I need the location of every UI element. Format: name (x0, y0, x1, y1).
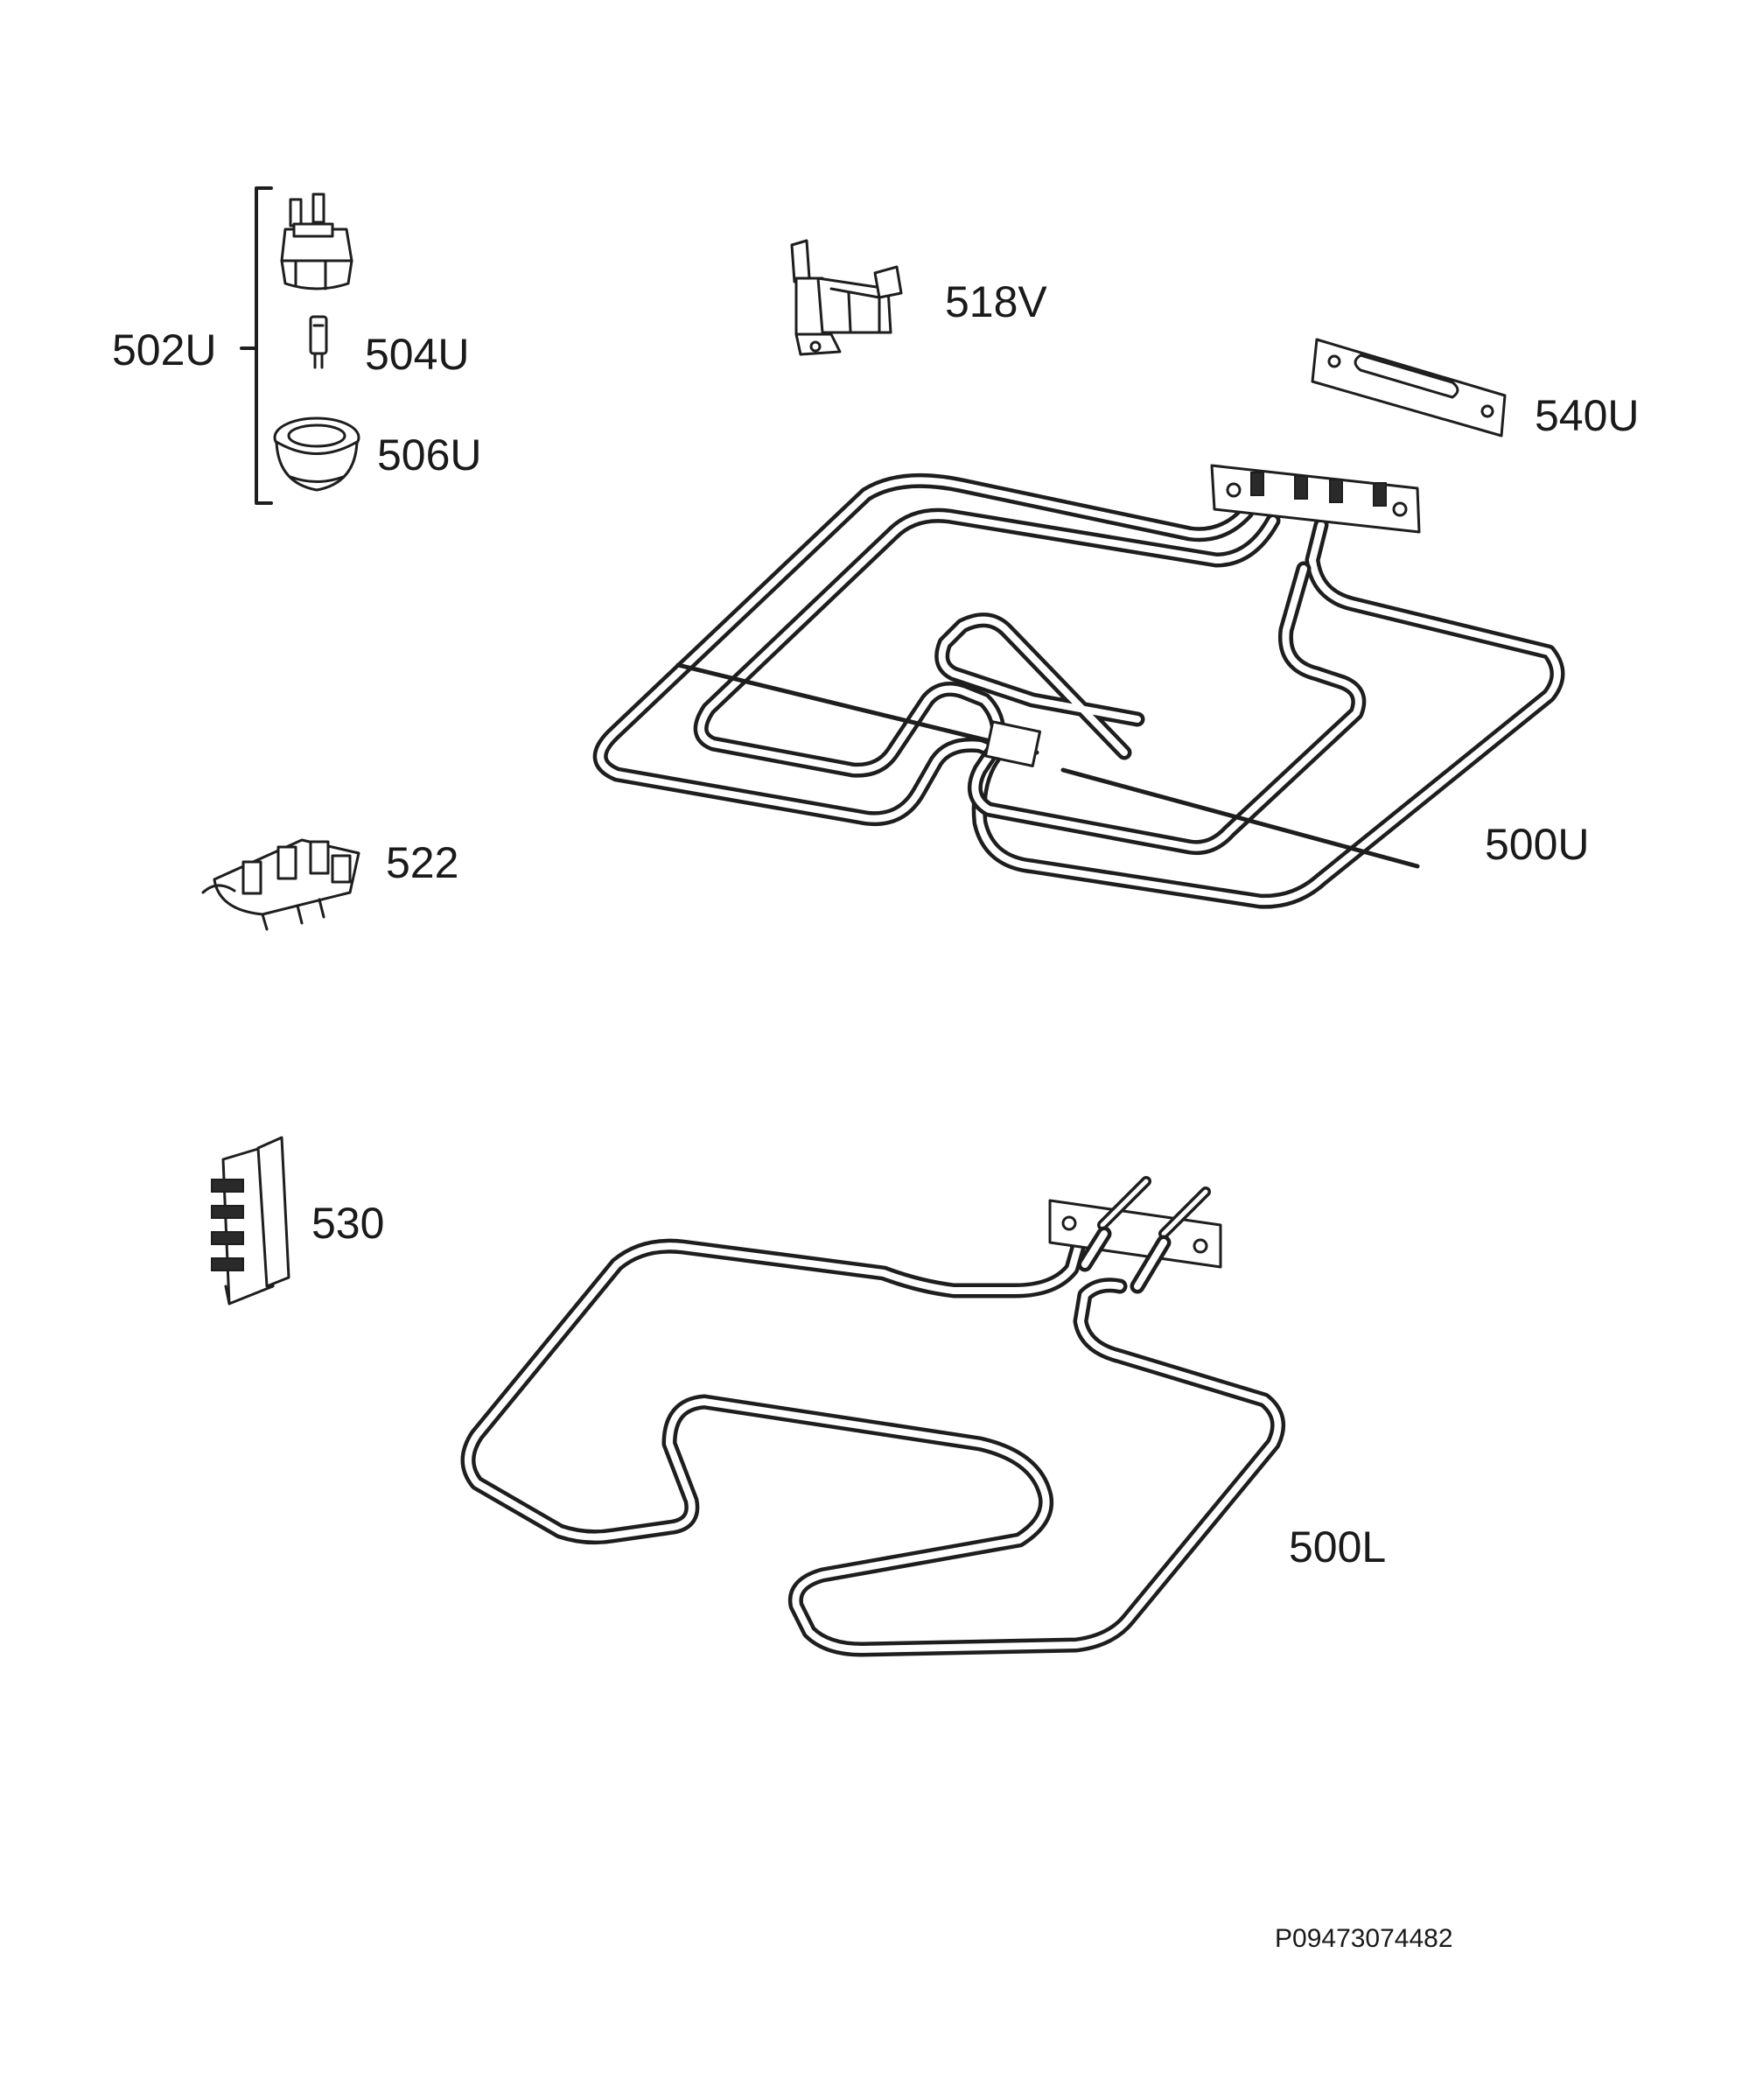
lower-heating-element-icon (460, 1176, 1286, 1657)
upper-heating-element-icon (592, 464, 1565, 909)
part-label-540u: 540U (1535, 391, 1640, 440)
lamp-bulb-icon (309, 315, 328, 369)
part-label-502u: 502U (112, 326, 217, 374)
lamp-holder-icon (280, 192, 353, 290)
part-label-518v: 518V (945, 277, 1047, 326)
part-label-506u: 506U (377, 430, 482, 480)
lamp-assembly-bracket-icon (240, 186, 273, 505)
part-label-530: 530 (311, 1199, 384, 1248)
part-label-500l: 500L (1289, 1522, 1386, 1572)
document-code: P09473074482 (1275, 1924, 1453, 1953)
part-label-522: 522 (386, 838, 458, 887)
lamp-cover-glass-icon (273, 416, 360, 492)
connector-strip-icon (211, 1136, 290, 1306)
part-label-504u: 504U (365, 330, 470, 379)
terminal-block-icon (201, 838, 360, 931)
gasket-icon (1311, 338, 1507, 438)
thermostat-icon (790, 239, 903, 356)
part-label-500u: 500U (1485, 820, 1590, 869)
